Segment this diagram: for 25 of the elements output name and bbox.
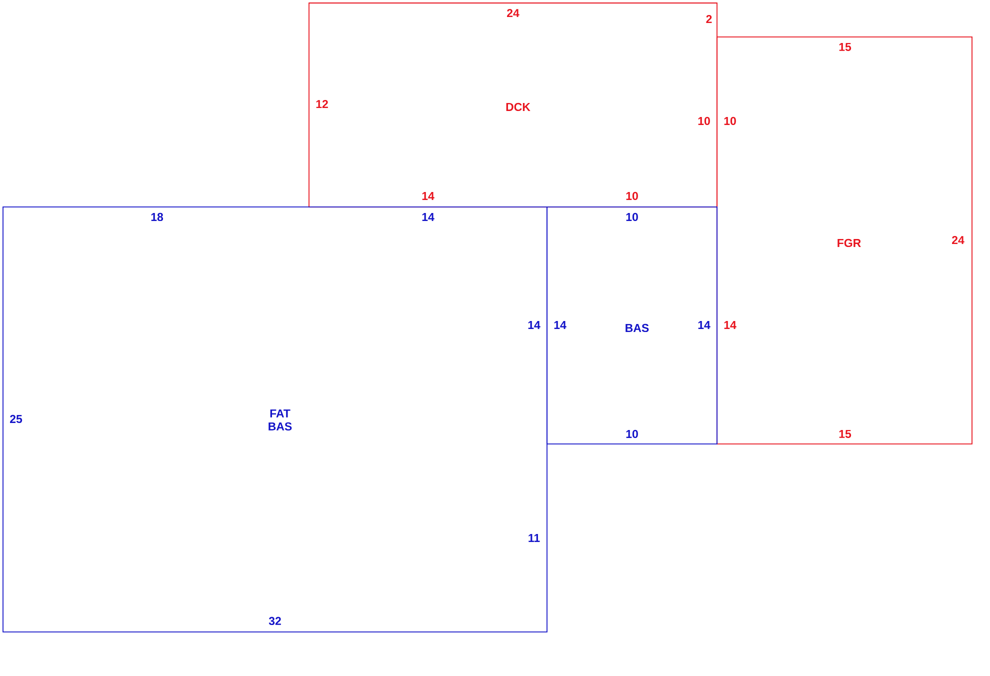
dimension-label: 2 [706, 14, 712, 23]
dimension-label: 12 [316, 100, 328, 108]
dimension-label: 32 [268, 616, 281, 626]
dimension-label: 14 [422, 213, 434, 221]
dimension-label: 11 [528, 534, 540, 542]
dimension-label: 10 [626, 192, 638, 200]
dimension-label: 10 [698, 116, 710, 126]
dimension-label: 14 [422, 192, 434, 200]
dimension-label: 10 [724, 116, 736, 126]
dimension-label: 24 [507, 8, 520, 17]
dimension-label: 15 [839, 42, 852, 51]
dimension-label: 14 [698, 321, 710, 329]
dimension-label: 25 [10, 414, 22, 424]
dimension-label: 10 [626, 212, 638, 222]
room-name: FGR [838, 238, 861, 248]
dimension-label: 24 [952, 236, 964, 244]
room-name: BAS [626, 324, 649, 332]
dimension-label: 18 [151, 212, 164, 222]
room-name: FAT BAS [268, 409, 292, 430]
dimension-label: 15 [839, 430, 852, 438]
dimension-label: 14 [528, 321, 540, 329]
dimension-label: 14 [724, 321, 736, 329]
room-name: DCK [506, 102, 530, 112]
dimension-label: 10 [626, 430, 638, 438]
dimension-label: 14 [554, 321, 566, 329]
